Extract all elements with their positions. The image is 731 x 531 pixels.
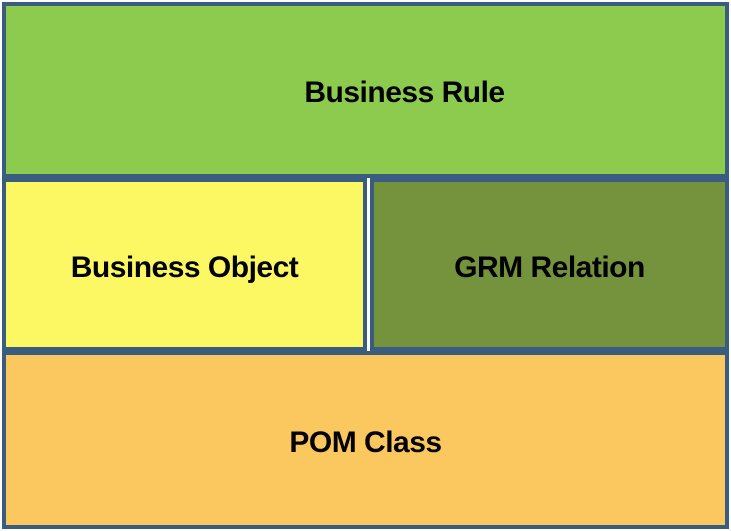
block-business-rule: Business Rule xyxy=(2,2,729,178)
block-grm-relation-label: GRM Relation xyxy=(454,250,645,284)
block-grm-relation: GRM Relation xyxy=(370,178,729,351)
block-pom-class-label: POM Class xyxy=(289,426,442,459)
block-business-object: Business Object xyxy=(2,178,367,351)
block-business-rule-label: Business Rule xyxy=(304,76,505,109)
block-pom-class: POM Class xyxy=(2,351,729,529)
block-business-object-label: Business Object xyxy=(70,250,299,284)
